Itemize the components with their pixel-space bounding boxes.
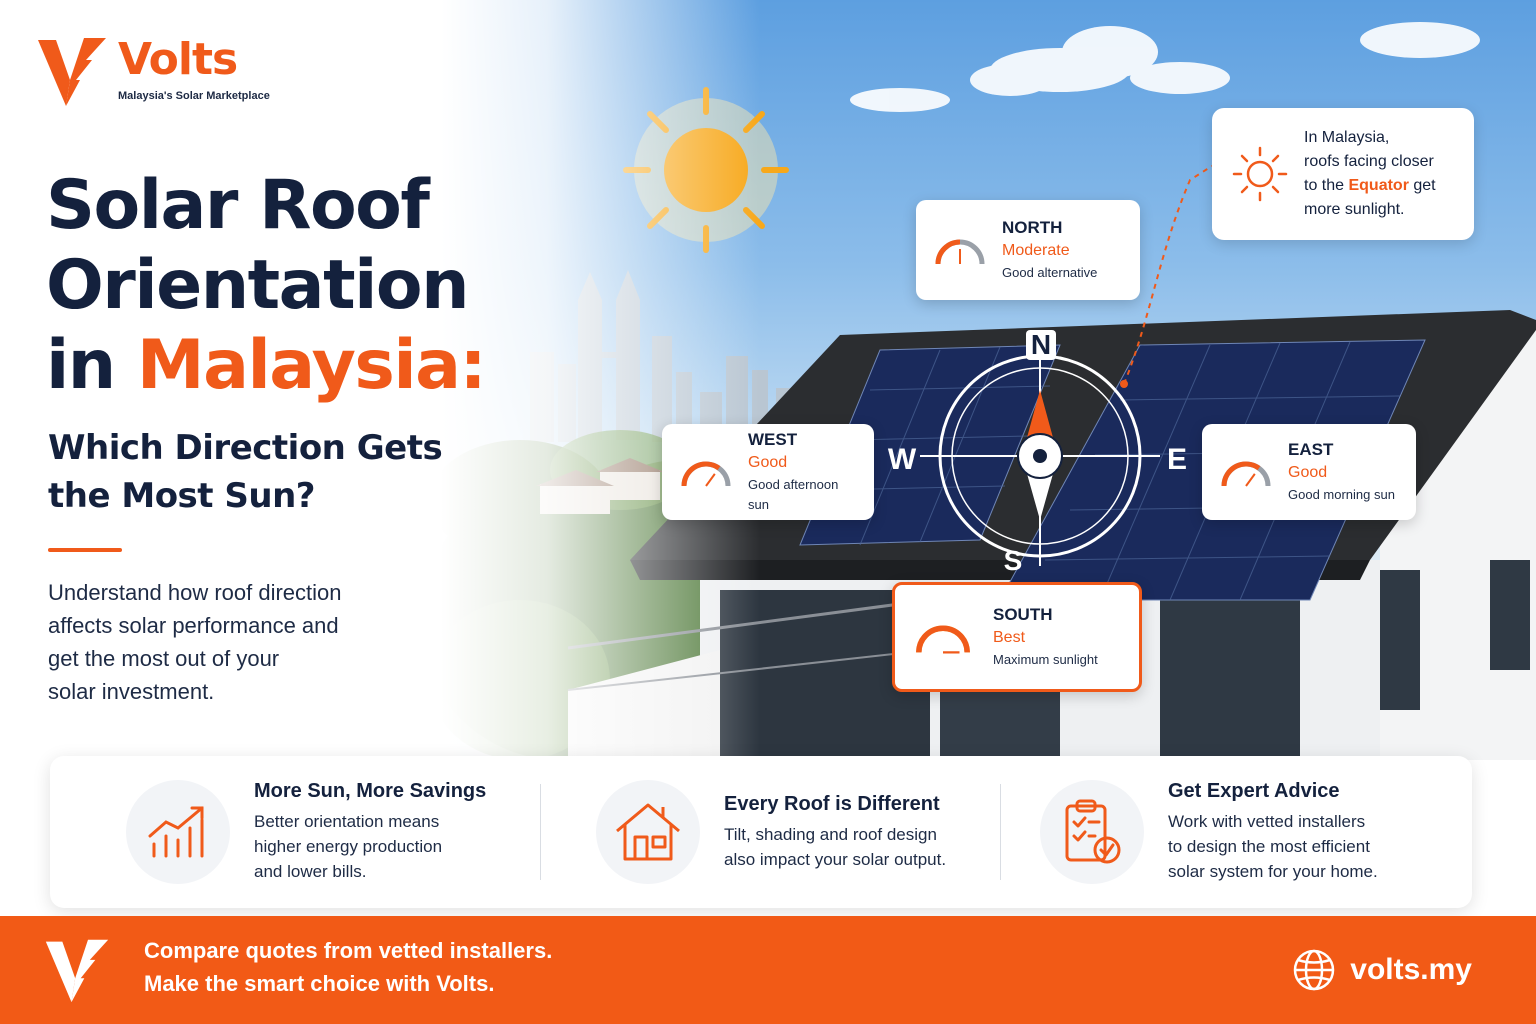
benefit-title: Every Roof is Different <box>724 792 940 815</box>
benefit-more-sun: More Sun, More Savings Better orientatio… <box>126 756 486 908</box>
benefit-line: also impact your solar output. <box>724 849 947 869</box>
intro-line-3: get the most out of your <box>48 646 280 671</box>
footer-url[interactable]: volts.my <box>1350 953 1472 986</box>
benefit-line: and lower bills. <box>254 862 367 881</box>
direction-description: Good alternative <box>1002 265 1098 280</box>
footer-banner: Compare quotes from vetted installers. M… <box>0 916 1536 1024</box>
west-direction-card: WEST Good Good afternoon sun <box>662 424 874 520</box>
benefit-separator <box>1000 784 1001 880</box>
house-icon <box>616 803 680 861</box>
gauge-icon <box>1221 461 1271 487</box>
footer-website-link[interactable]: volts.my <box>1292 948 1472 992</box>
sun-outline-icon <box>1232 146 1288 202</box>
page-title: Solar Roof Orientation in Malaysia: <box>46 166 487 406</box>
title-line-1: Solar Roof <box>46 166 430 245</box>
accent-divider <box>48 548 122 552</box>
north-direction-card: NORTH Moderate Good alternative <box>916 200 1140 300</box>
benefit-icon-circle <box>596 780 700 884</box>
direction-rating: Good <box>748 454 788 471</box>
info-line-3-suffix: get <box>1408 177 1436 194</box>
benefit-line: solar system for your home. <box>1168 862 1378 881</box>
clipboard-check-icon <box>1065 799 1121 864</box>
brand-name: Volts <box>118 34 238 85</box>
equator-info-card: In Malaysia, roofs facing closer to the … <box>1212 108 1474 240</box>
direction-description: Good morning sun <box>1288 487 1395 502</box>
south-direction-card: SOUTH Best Maximum sunlight <box>892 582 1142 692</box>
title-accent-malaysia: Malaysia: <box>136 326 487 405</box>
benefit-line: Better orientation means <box>254 812 440 831</box>
info-equator-highlight: Equator <box>1348 177 1409 194</box>
subtitle-line-2: the Most Sun? <box>48 476 316 516</box>
subtitle-line-1: Which Direction Gets <box>48 428 443 468</box>
growth-chart-icon <box>148 806 204 858</box>
direction-name: NORTH <box>1002 218 1063 237</box>
east-direction-card: EAST Good Good morning sun <box>1202 424 1416 520</box>
direction-rating: Moderate <box>1002 242 1070 259</box>
gauge-icon <box>935 239 985 265</box>
direction-description: Good afternoon sun <box>748 477 839 512</box>
direction-name: EAST <box>1288 440 1334 459</box>
title-line-2: Orientation <box>46 246 470 325</box>
page-subtitle: Which Direction Gets the Most Sun? <box>48 424 443 520</box>
compass-south-label: S <box>1003 545 1023 576</box>
intro-line-2: affects solar performance and <box>48 613 339 638</box>
benefit-line: Tilt, shading and roof design <box>724 824 937 844</box>
footer-cta-text: Compare quotes from vetted installers. M… <box>144 934 552 1000</box>
gauge-icon <box>916 625 970 654</box>
direction-name: SOUTH <box>993 605 1053 624</box>
info-line-2: roofs facing closer <box>1304 153 1434 170</box>
benefit-line: higher energy production <box>254 837 443 856</box>
gauge-icon <box>681 461 731 487</box>
compass-north-label: N <box>1026 330 1056 360</box>
benefit-line: to design the most efficient <box>1168 837 1370 856</box>
direction-rating: Best <box>993 629 1026 646</box>
benefits-bar: More Sun, More Savings Better orientatio… <box>50 756 1472 908</box>
intro-line-4: solar investment. <box>48 679 215 704</box>
intro-paragraph: Understand how roof direction affects so… <box>48 576 428 708</box>
benefit-separator <box>540 784 541 880</box>
info-line-4: more sunlight. <box>1304 201 1405 218</box>
volts-logo[interactable]: Volts Malaysia's Solar Marketplace <box>36 34 270 108</box>
compass-west-label: W <box>887 443 917 476</box>
title-line-3-prefix: in <box>46 326 137 405</box>
footer-line-2: Make the smart choice with Volts. <box>144 971 495 996</box>
benefit-icon-circle <box>1040 780 1144 884</box>
info-line-3-prefix: to the <box>1304 177 1349 194</box>
brand-tagline: Malaysia's Solar Marketplace <box>118 90 270 102</box>
benefit-icon-circle <box>126 780 230 884</box>
intro-line-1: Understand how roof direction <box>48 580 342 605</box>
left-white-fade <box>0 0 760 760</box>
footer-line-1: Compare quotes from vetted installers. <box>144 938 553 963</box>
direction-name: WEST <box>748 430 798 449</box>
volts-bolt-v-logo-icon <box>38 38 106 106</box>
benefit-every-roof: Every Roof is Different Tilt, shading an… <box>596 756 946 908</box>
benefit-line: Work with vetted installers <box>1168 812 1366 831</box>
compass-east-label: E <box>1166 443 1187 476</box>
volts-bolt-v-logo-icon <box>45 939 109 1003</box>
benefit-title: Get Expert Advice <box>1168 780 1340 802</box>
info-line-1: In Malaysia, <box>1304 129 1390 146</box>
equator-info-text: In Malaysia, roofs facing closer to the … <box>1304 126 1436 222</box>
globe-icon <box>1294 949 1335 991</box>
benefit-expert-advice: Get Expert Advice Work with vetted insta… <box>1040 756 1378 908</box>
benefit-title: More Sun, More Savings <box>254 780 487 802</box>
direction-description: Maximum sunlight <box>993 652 1098 667</box>
direction-rating: Good <box>1288 464 1328 481</box>
